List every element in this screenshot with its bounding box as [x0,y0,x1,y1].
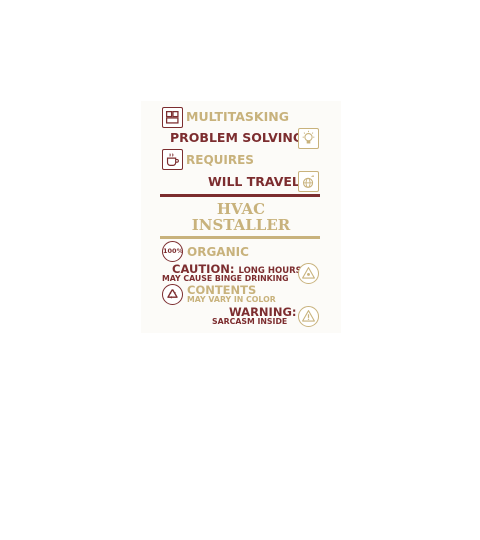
caution-text-1: LONG HOURS [238,266,302,276]
will-travel-text: WILL TRAVEL [208,174,300,189]
warning-text: SARCASM INSIDE [212,317,288,326]
windows-grid-icon [162,107,183,128]
badge-100-icon: 100% [162,241,183,262]
coffee-cup-icon [162,149,183,170]
problem-solving-text: PROBLEM SOLVING [170,130,304,145]
caution-label: CAUTION: [172,262,235,276]
caution-line: CAUTION: LONG HOURS [172,262,302,276]
divider-top [160,194,320,197]
contents-text: MAY VARY IN COLOR [187,295,276,304]
hazard-triangle-icon [298,263,319,284]
warning-triangle-icon [298,306,319,327]
lightbulb-icon [298,128,319,149]
title-installer: INSTALLER [191,216,291,234]
recycle-icon [162,284,183,305]
organic-text: ORGANIC [187,245,249,259]
title-hvac: HVAC [216,200,266,218]
requires-text: REQUIRES [186,153,254,167]
divider-bottom [160,236,320,239]
warning-label: WARNING: [229,305,297,319]
caution-text-2: MAY CAUSE BINGE DRINKING [162,274,289,283]
contents-label: CONTENTS [187,283,257,297]
multitasking-text: MULTITASKING [186,109,289,124]
shirt-design: MULTITASKING PROBLEM SOLVING REQUIRES WI… [141,101,341,333]
globe-icon [298,171,319,192]
